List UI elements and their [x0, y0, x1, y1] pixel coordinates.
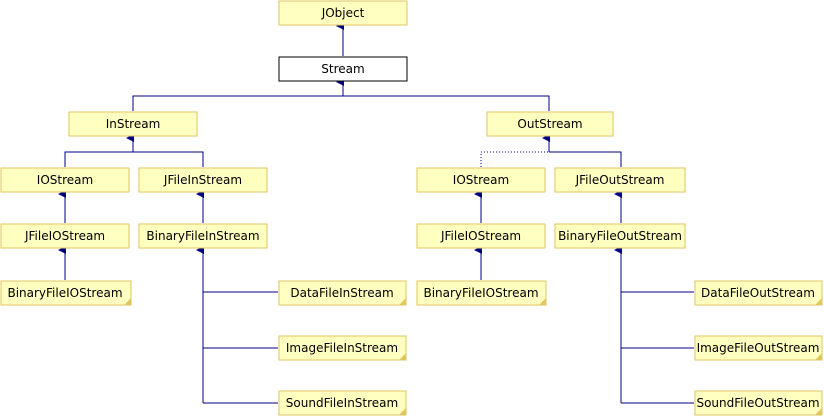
- edge-iostream-right-outstream: [480, 151, 549, 167]
- node-label: Stream: [321, 62, 364, 76]
- node-label: JObject: [321, 6, 365, 20]
- node-binaryfileiostream-left[interactable]: BinaryFileIOStream: [0, 280, 132, 306]
- node-stream[interactable]: Stream: [278, 56, 408, 82]
- edge-outstream-stream: [343, 95, 550, 111]
- node-jfileiostream-left[interactable]: JFileIOStream: [0, 223, 130, 249]
- node-label: InStream: [106, 117, 161, 131]
- node-outstream[interactable]: OutStream: [486, 111, 614, 137]
- node-label: BinaryFileIOStream: [423, 286, 538, 300]
- node-label: JFileIOStream: [24, 229, 105, 243]
- node-label: JFileInStream: [163, 173, 242, 187]
- node-instream[interactable]: InStream: [68, 111, 198, 137]
- node-iostream-right[interactable]: IOStream: [416, 167, 546, 193]
- node-iostream-left[interactable]: IOStream: [0, 167, 130, 193]
- node-label: OutStream: [517, 117, 582, 131]
- node-binaryfileinstream[interactable]: BinaryFileInStream: [138, 223, 268, 249]
- node-datafileinstream[interactable]: DataFileInStream: [278, 280, 407, 306]
- node-label: SoundFileInStream: [286, 396, 398, 410]
- edge-jfileinstream-instream: [133, 151, 204, 167]
- node-soundfileinstream[interactable]: SoundFileInStream: [278, 390, 407, 416]
- node-soundfileoutstream[interactable]: SoundFileOutStream: [694, 390, 823, 416]
- node-label: IOStream: [37, 173, 93, 187]
- node-binaryfileoutstream[interactable]: BinaryFileOutStream: [554, 223, 686, 249]
- node-label: SoundFileOutStream: [696, 396, 819, 410]
- node-jobject[interactable]: JObject: [278, 0, 408, 26]
- node-label: BinaryFileOutStream: [558, 229, 682, 243]
- node-imagefileinstream[interactable]: ImageFileInStream: [278, 335, 407, 361]
- node-binaryfileiostream-right[interactable]: BinaryFileIOStream: [416, 280, 547, 306]
- node-label: IOStream: [453, 173, 509, 187]
- node-label: ImageFileOutStream: [697, 341, 820, 355]
- edge-instream-stream: [132, 95, 343, 111]
- node-jfileoutstream[interactable]: JFileOutStream: [554, 167, 686, 193]
- node-jfileiostream-right[interactable]: JFileIOStream: [416, 223, 546, 249]
- node-imagefileoutstream[interactable]: ImageFileOutStream: [694, 335, 823, 361]
- edges: [58, 22, 694, 404]
- node-label: JFileOutStream: [575, 173, 665, 187]
- edge-jfileoutstream-outstream: [549, 151, 622, 167]
- node-jfileinstream[interactable]: JFileInStream: [138, 167, 268, 193]
- node-label: DataFileOutStream: [701, 286, 815, 300]
- node-label: DataFileInStream: [290, 286, 393, 300]
- node-label: ImageFileInStream: [286, 341, 398, 355]
- node-label: JFileIOStream: [440, 229, 521, 243]
- node-datafileoutstream[interactable]: DataFileOutStream: [694, 280, 823, 306]
- edge-iostream-left-instream: [64, 151, 133, 167]
- node-label: BinaryFileInStream: [146, 229, 259, 243]
- node-label: BinaryFileIOStream: [7, 286, 122, 300]
